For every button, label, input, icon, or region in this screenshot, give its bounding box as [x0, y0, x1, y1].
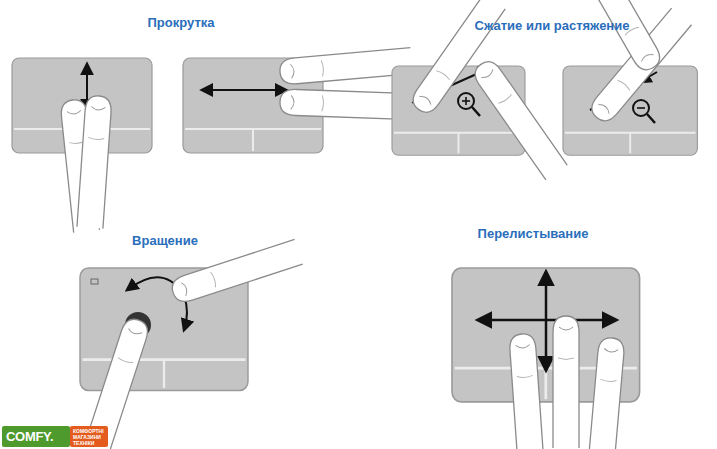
zoom-out-icon [633, 100, 655, 123]
store-logo: COMFY. КОМФОРТНІ МАГАЗИНИ ТЕХНІКИ [2, 426, 108, 447]
logo-orange: КОМФОРТНІ МАГАЗИНИ ТЕХНІКИ [70, 426, 108, 447]
gesture-heading: Сжатие или растяжение [475, 18, 630, 33]
zoom-in-icon [458, 93, 480, 116]
logo-brand: COMFY. [2, 426, 70, 447]
scroll-arrow [202, 89, 286, 91]
gesture-heading: Перелистывание [478, 226, 589, 241]
swipe-arrow [545, 272, 548, 370]
gesture-heading: Вращение [132, 233, 198, 248]
gesture-heading: Прокрутка [148, 15, 215, 30]
logo-tagline: КОМФОРТНІ МАГАЗИНИ ТЕХНІКИ [70, 426, 108, 446]
pad-icon [91, 279, 98, 284]
logo-green: COMFY. [2, 426, 70, 447]
